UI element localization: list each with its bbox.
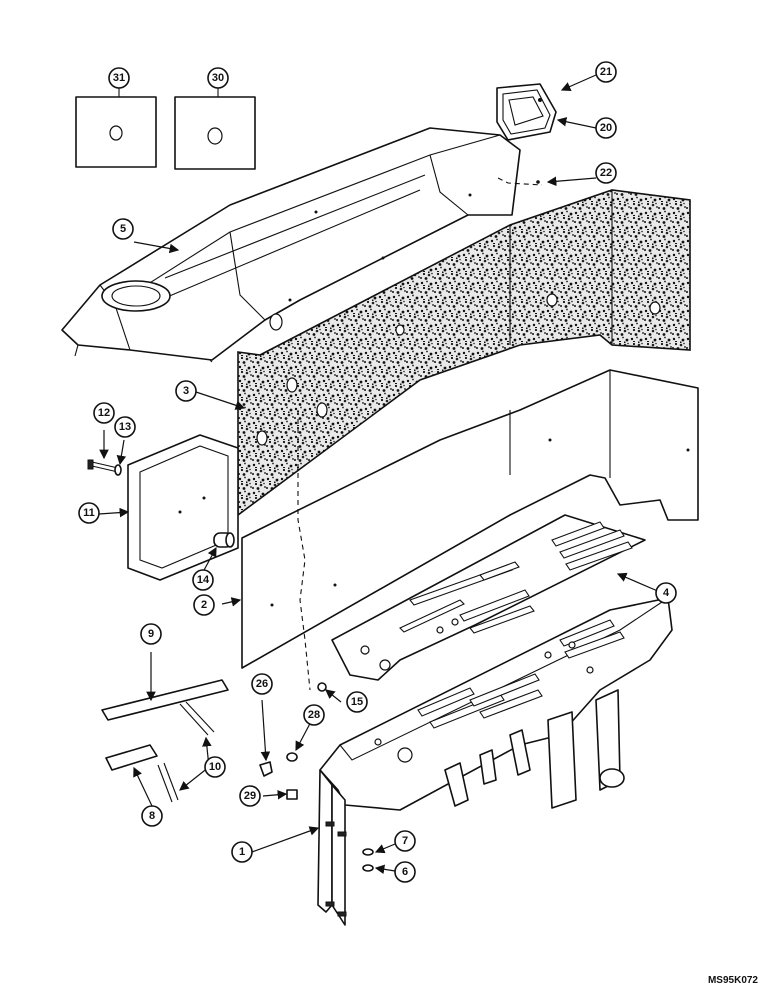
svg-text:8: 8 [149,810,155,822]
svg-text:21: 21 [600,66,612,78]
svg-text:28: 28 [308,709,320,721]
svg-text:5: 5 [120,223,126,235]
svg-text:22: 22 [600,167,612,179]
nut-7 [362,848,374,856]
pad-8 [105,744,158,771]
svg-text:13: 13 [119,421,131,433]
callout-13: 13 [114,416,136,438]
callout-9: 9 [140,623,162,645]
svg-text:9: 9 [148,628,154,640]
svg-text:3: 3 [183,385,189,397]
spacer-14 [213,532,235,548]
drawing-code-label: MS95K072 [707,975,758,986]
strip-9 [101,679,229,721]
callout-28: 28 [303,704,325,726]
callout-7: 7 [394,830,416,852]
screw-12 [87,459,119,473]
callout-20: 20 [595,117,617,139]
svg-text:26: 26 [256,678,268,690]
svg-text:11: 11 [83,507,95,519]
callout-4: 4 [655,582,677,604]
svg-text:12: 12 [98,407,110,419]
plug-panel-30 [174,96,256,170]
svg-text:7: 7 [402,835,408,847]
lining-panel-2 [241,369,699,669]
fastener-26 [259,761,273,777]
callout-5: 5 [112,218,134,240]
svg-text:20: 20 [600,122,612,134]
callout-21: 21 [595,61,617,83]
callout-12: 12 [93,402,115,424]
callout-31: 31 [108,67,130,89]
callout-26: 26 [251,673,273,695]
svg-text:4: 4 [663,587,670,599]
washer-13 [114,464,122,476]
callout-1: 1 [231,841,253,863]
callout-11: 11 [78,502,100,524]
svg-text:31: 31 [113,72,125,84]
side-cover-11 [127,434,239,581]
support-frame-1 [317,597,673,926]
callout-14: 14 [192,569,214,591]
svg-text:14: 14 [197,574,210,586]
svg-text:6: 6 [402,866,408,878]
gasket-4 [331,514,646,681]
clip-29 [286,789,298,800]
svg-text:1: 1 [239,846,245,858]
callout-10: 10 [204,756,226,778]
callout-22: 22 [595,162,617,184]
callout-29: 29 [239,785,261,807]
nut-15 [317,682,327,692]
console-shroud-5 [61,127,521,363]
svg-text:30: 30 [212,72,224,84]
svg-text:29: 29 [244,790,256,802]
pin-10 [157,701,215,803]
vent-grille-20 [496,83,557,141]
svg-text:2: 2 [201,599,207,611]
callout-2: 2 [193,594,215,616]
insulation-panel-3 [237,189,691,517]
plug-panel-31 [75,96,157,168]
callout-6: 6 [394,861,416,883]
callout-30: 30 [207,67,229,89]
callout-8: 8 [141,805,163,827]
washer-6 [362,864,374,872]
callout-15: 15 [346,691,368,713]
svg-text:10: 10 [209,761,221,773]
callout-3: 3 [175,380,197,402]
washer-28 [286,752,298,762]
svg-text:15: 15 [351,696,363,708]
